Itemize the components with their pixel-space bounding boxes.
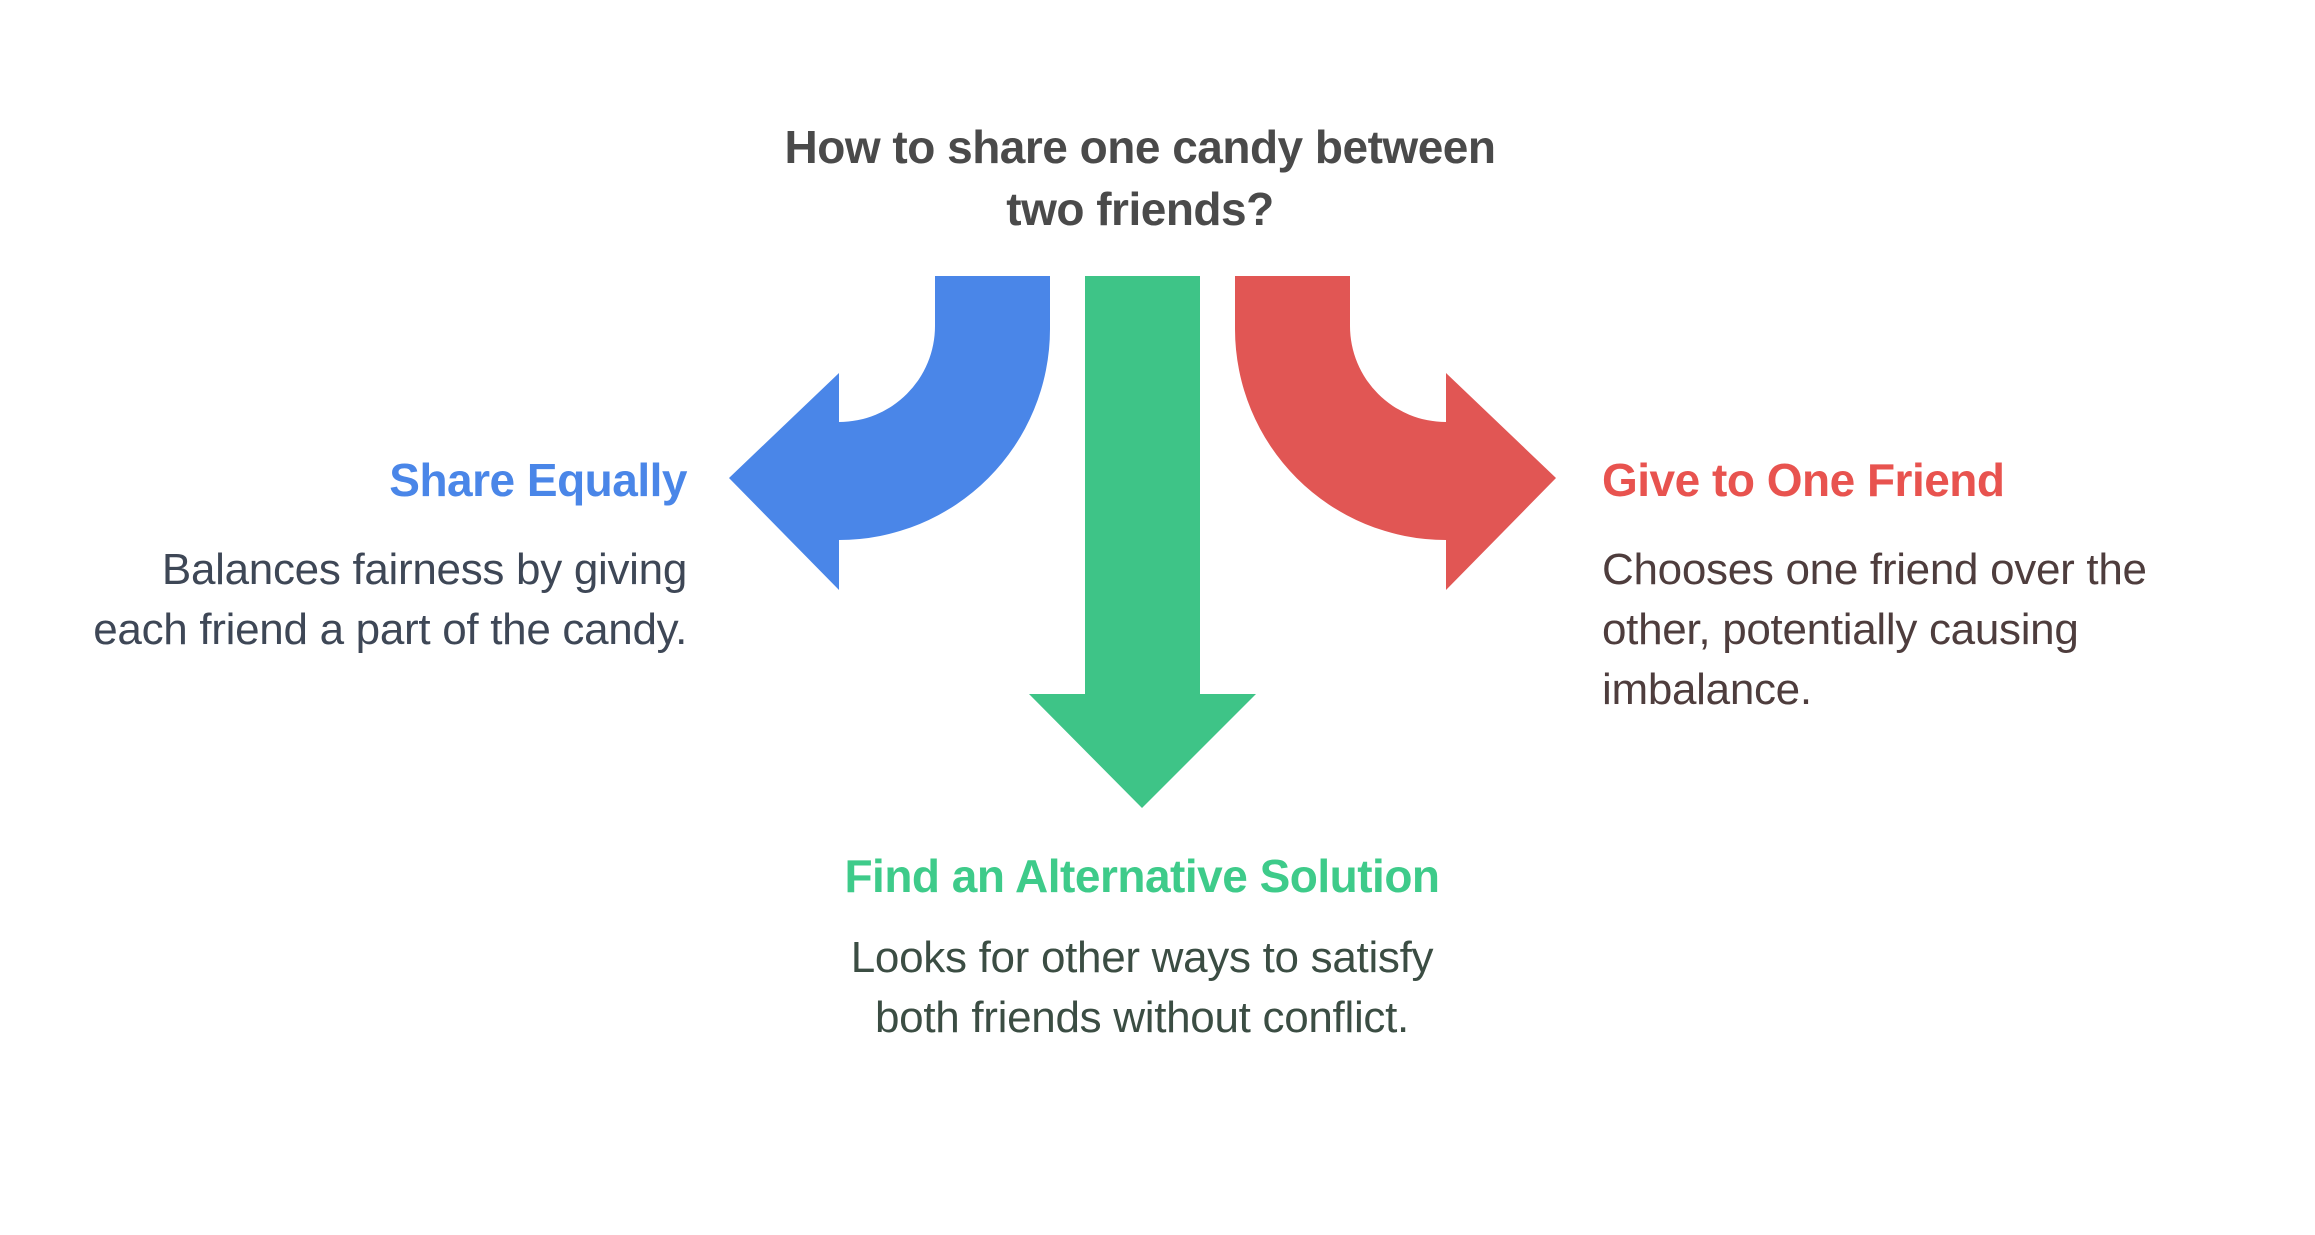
- right-curved-arrow-icon: [1235, 276, 1556, 590]
- give-to-one-friend-heading: Give to One Friend: [1602, 454, 2005, 506]
- give-to-one-friend-description: Chooses one friend over the other, poten…: [1602, 545, 2147, 714]
- diagram-title: How to share one candy between two frien…: [0, 116, 2280, 240]
- down-straight-arrow-icon: [1029, 276, 1256, 808]
- branch-give-to-one-friend: Give to One Friend Chooses one friend ov…: [1602, 452, 2232, 720]
- branch-find-alternative-solution: Find an Alternative Solution Looks for o…: [0, 848, 2284, 1048]
- find-alternative-solution-heading: Find an Alternative Solution: [844, 850, 1440, 902]
- diagram-title-line-2: two friends?: [1006, 183, 1274, 235]
- share-equally-heading: Share Equally: [389, 454, 687, 506]
- diagram-title-line-1: How to share one candy between: [784, 121, 1496, 173]
- branch-share-equally: Share Equally Balances fairness by givin…: [87, 452, 687, 660]
- find-alternative-solution-description: Looks for other ways to satisfy both fri…: [850, 933, 1434, 1042]
- share-equally-description: Balances fairness by giving each friend …: [93, 545, 687, 654]
- left-curved-arrow-icon: [729, 276, 1050, 590]
